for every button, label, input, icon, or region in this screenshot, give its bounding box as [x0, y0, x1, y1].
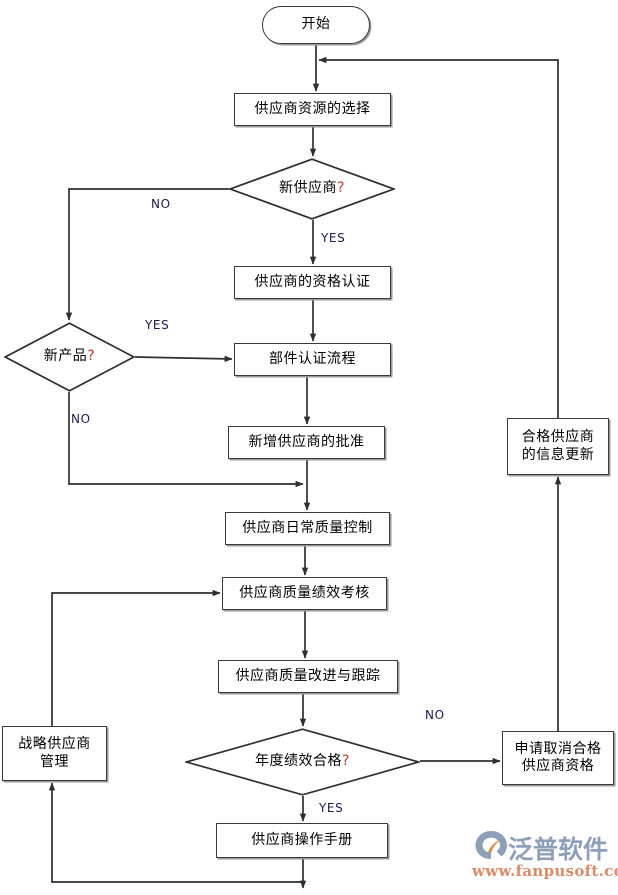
- node-strategic-supplier-management[interactable]: 战略供应商 管理: [2, 726, 107, 781]
- node-supplier-qualification-label: 供应商的资格认证: [254, 273, 371, 290]
- node-start[interactable]: 开始: [262, 6, 370, 44]
- node-supplier-operation-manual[interactable]: 供应商操作手册: [216, 823, 388, 858]
- node-component-certification[interactable]: 部件认证流程: [234, 343, 391, 376]
- edge-label-annual-performance-no: NO: [425, 708, 445, 722]
- node-request-cancel-qualification[interactable]: 申请取消合格 供应商资格: [502, 731, 614, 785]
- diamond-shape-icon: [4, 322, 135, 392]
- node-quality-performance-review-label: 供应商质量绩效考核: [239, 584, 370, 601]
- node-strategic-supplier-management-label: 战略供应商 管理: [18, 736, 91, 770]
- edge-label-annual-performance-yes: YES: [319, 801, 344, 815]
- watermark: 泛普软件 www.fanpusoft.com: [470, 828, 618, 890]
- node-quality-improvement-tracking[interactable]: 供应商质量改进与跟踪: [218, 660, 398, 693]
- watermark-url: www.fanpusoft.com: [472, 862, 618, 880]
- node-new-supplier-decision[interactable]: 新供应商?: [229, 158, 395, 220]
- node-new-product-decision-label: 新产品?: [43, 348, 96, 365]
- node-supplier-resource-selection-label: 供应商资源的选择: [254, 100, 371, 117]
- node-supplier-operation-manual-label: 供应商操作手册: [251, 831, 353, 848]
- node-component-certification-label: 部件认证流程: [269, 350, 356, 367]
- node-new-supplier-approval-label: 新增供应商的批准: [248, 433, 365, 450]
- node-new-supplier-decision-label: 新供应商?: [279, 180, 345, 197]
- node-annual-performance-decision-label: 年度绩效合格?: [255, 753, 350, 770]
- fanpu-swoosh-logo-icon: [475, 831, 507, 859]
- edge-label-new-product-no: NO: [71, 412, 91, 426]
- watermark-brand: 泛普软件: [508, 835, 609, 864]
- node-supplier-resource-selection[interactable]: 供应商资源的选择: [234, 93, 391, 126]
- node-annual-performance-decision[interactable]: 年度绩效合格?: [185, 728, 420, 796]
- node-request-cancel-qualification-label: 申请取消合格 供应商资格: [514, 740, 602, 775]
- edge-label-new-supplier-yes: YES: [321, 231, 346, 245]
- edge-label-new-supplier-no: NO: [151, 197, 171, 211]
- node-quality-performance-review[interactable]: 供应商质量绩效考核: [222, 577, 387, 610]
- node-daily-quality-control-label: 供应商日常质量控制: [242, 519, 373, 536]
- node-daily-quality-control[interactable]: 供应商日常质量控制: [225, 512, 390, 545]
- node-start-label: 开始: [301, 16, 331, 33]
- node-qualified-supplier-info-update[interactable]: 合格供应商 的信息更新: [507, 418, 609, 475]
- edge-label-new-product-yes: YES: [145, 318, 170, 332]
- node-quality-improvement-tracking-label: 供应商质量改进与跟踪: [235, 667, 381, 684]
- node-new-supplier-approval[interactable]: 新增供应商的批准: [228, 426, 385, 459]
- node-supplier-qualification[interactable]: 供应商的资格认证: [234, 266, 391, 299]
- node-qualified-supplier-info-update-label: 合格供应商 的信息更新: [521, 429, 595, 463]
- node-new-product-decision[interactable]: 新产品?: [4, 322, 135, 392]
